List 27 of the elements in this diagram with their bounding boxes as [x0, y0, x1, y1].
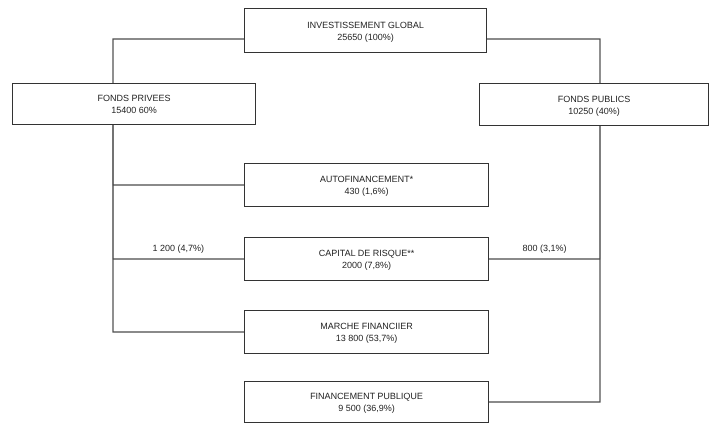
flow-box [244, 381, 489, 423]
flow-box [12, 83, 256, 125]
edge-label: 1 200 (4,7%) [152, 243, 206, 253]
box-value: 9 500 (36,9%) [338, 402, 395, 414]
connector-line [112, 125, 244, 333]
box-value: 10250 (40%) [568, 104, 620, 116]
box-title: MARCHE FINANCIIER [320, 320, 413, 332]
flow-box [244, 237, 489, 281]
box-value: 2000 (7,8%) [342, 259, 392, 271]
box-title: AUTOFINANCEMENT* [320, 173, 414, 185]
box-value: 15400 60% [111, 104, 157, 116]
flow-box [479, 83, 709, 126]
box-title: FINANCEMENT PUBLIQUE [310, 390, 423, 402]
box-title: FONDS PUBLICS [558, 92, 630, 104]
flow-box [244, 163, 489, 207]
box-title: INVESTISSEMENT GLOBAL [307, 18, 424, 30]
edge-label: 800 (3,1%) [522, 243, 568, 253]
box-title: CAPITAL DE RISQUE** [318, 247, 414, 259]
flow-box [244, 310, 489, 354]
connector-line [489, 126, 601, 403]
box-value: 430 (1,6%) [344, 185, 389, 197]
flow-box [244, 8, 487, 53]
connector-line [112, 38, 244, 83]
box-value: 25650 (100%) [337, 30, 394, 42]
connector-line [487, 38, 601, 83]
box-value: 13 800 (53,7%) [336, 332, 398, 344]
box-title: FONDS PRIVEES [97, 92, 170, 104]
